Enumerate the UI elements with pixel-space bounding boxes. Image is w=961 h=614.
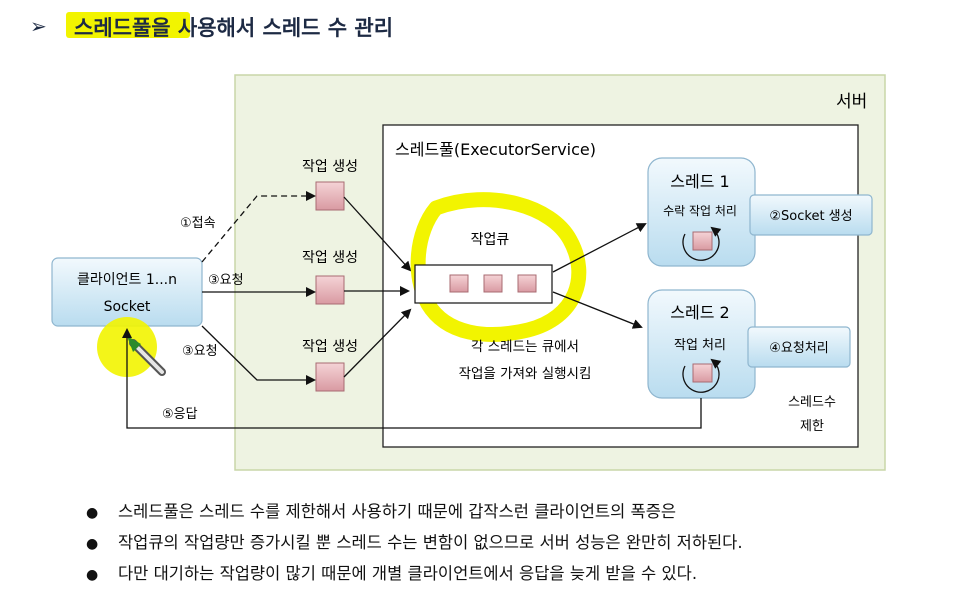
task-label-1: 작업 생성 (302, 159, 358, 175)
thread1-title: 스레드 1 (670, 172, 729, 191)
thread2-loop-icon (682, 358, 722, 393)
client-label: 클라이언트 1...n (77, 272, 177, 288)
queue-item-2 (483, 274, 503, 293)
queue-item-1 (449, 274, 469, 293)
queue-item-3 (517, 274, 537, 293)
queue-desc-line1: 각 스레드는 큐에서 (471, 339, 579, 355)
slide-title: ➢ 스레드풀을 사용해서 스레드 수 관리 (0, 0, 961, 60)
bullet-item-2: 작업큐의 작업량만 증가시킬 뿐 스레드 수는 변함이 없으므로 서버 성능은 … (86, 528, 743, 559)
request-label-2: ③요청 (182, 344, 218, 359)
thread-limit-line1: 스레드수 (788, 395, 836, 410)
response-arrow (122, 328, 702, 429)
task-box-3 (315, 362, 345, 392)
bullet-item-3: 다만 대기하는 작업량이 많기 때문에 개별 클라이언트에서 응답을 늦게 받을… (86, 559, 743, 590)
thread2-callout (747, 326, 851, 368)
connect-arrow (201, 191, 316, 263)
client-socket-label: Socket (104, 299, 151, 315)
thread2-title: 스레드 2 (670, 303, 729, 322)
thread-limit-line2: 제한 (800, 419, 824, 434)
task-box-2 (315, 275, 345, 305)
task-to-queue-arrow-1 (343, 196, 412, 272)
server-label: 서버 (836, 92, 867, 112)
pointer-stick-icon (127, 336, 166, 376)
thread2-callout-text: ④요청처리 (769, 341, 829, 356)
bullet-list: 스레드풀은 스레드 수를 제한해서 사용하기 때문에 갑작스런 클라이언트의 폭… (86, 497, 743, 590)
queue-to-thread1-arrow (552, 223, 647, 273)
title-highlight (66, 12, 190, 38)
task-box-1 (315, 181, 345, 211)
connect-label: ①접속 (180, 216, 216, 231)
thread2-subtitle: 작업 처리 (674, 338, 726, 353)
thread1-callout-text: ②Socket 생성 (769, 209, 852, 224)
queue-to-thread2-arrow (552, 291, 643, 329)
bullet-arrow-icon: ➢ (30, 14, 47, 38)
title-text: 스레드풀을 사용해서 스레드 수 관리 (74, 16, 394, 40)
thread-pool-label: 스레드풀(ExecutorService) (395, 140, 596, 159)
task-to-queue-arrow-3 (343, 308, 412, 378)
thread1-callout (749, 194, 873, 236)
response-label: ⑤응답 (162, 407, 198, 422)
queue-label: 작업큐 (471, 232, 510, 248)
request-label-1: ③요청 (208, 273, 244, 288)
thread1-loop-icon (682, 226, 722, 261)
thread1-subtitle: 수락 작업 처리 (663, 204, 737, 218)
thread-pool-diagram: 서버 스레드풀(ExecutorService) 클라이언트 1...n Soc… (51, 74, 886, 471)
task-label-3: 작업 생성 (302, 339, 358, 355)
task-label-2: 작업 생성 (302, 250, 358, 266)
client-node (51, 257, 203, 327)
bullet-item-1: 스레드풀은 스레드 수를 제한해서 사용하기 때문에 갑작스런 클라이언트의 폭… (86, 497, 743, 528)
thread1-task (692, 231, 713, 251)
request-arrow-2 (201, 325, 316, 385)
queue-desc-line2: 작업을 가져와 실행시킴 (459, 366, 592, 382)
thread2-task (692, 363, 713, 383)
